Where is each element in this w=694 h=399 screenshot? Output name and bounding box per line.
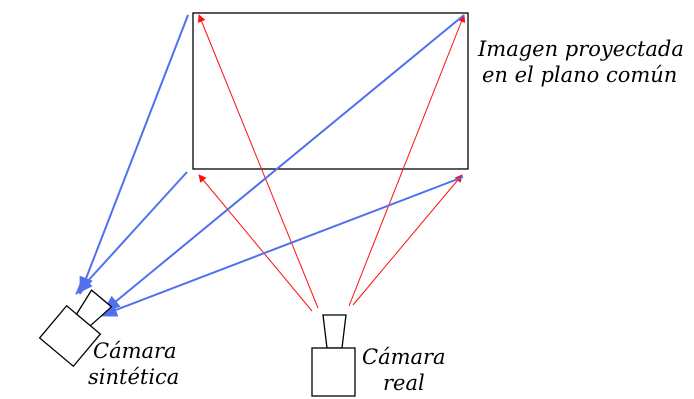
projected-image-label-line1: Imagen proyectada <box>477 37 684 61</box>
synthetic-camera-rays <box>75 14 465 317</box>
synthetic-ray-bottom-right <box>99 176 464 317</box>
real-camera-label-line1: Cámara <box>362 345 446 369</box>
real-camera-icon <box>311 314 356 397</box>
synthetic-ray-top-right <box>102 14 465 313</box>
real-camera-body <box>311 347 356 397</box>
real-ray-top-right <box>348 14 466 307</box>
projected-image-label-line2: en el plano común <box>482 63 677 87</box>
real-ray-top-left <box>197 14 319 309</box>
synthetic-ray-top-left <box>79 14 189 295</box>
real-ray-bottom-left <box>198 174 313 312</box>
real-ray-bottom-right <box>352 174 463 306</box>
synthetic-camera-label-line2: sintética <box>88 365 179 389</box>
synthetic-camera-label-line1: Cámara <box>93 339 177 363</box>
synthetic-ray-bottom-left <box>75 171 188 295</box>
real-camera-label-line2: real <box>383 371 425 395</box>
real-camera-lens <box>322 314 347 349</box>
synthetic-camera-lens <box>75 289 113 327</box>
real-camera-rays <box>197 14 466 312</box>
projection-plane <box>192 12 469 170</box>
synthetic-camera-icon <box>38 289 113 368</box>
